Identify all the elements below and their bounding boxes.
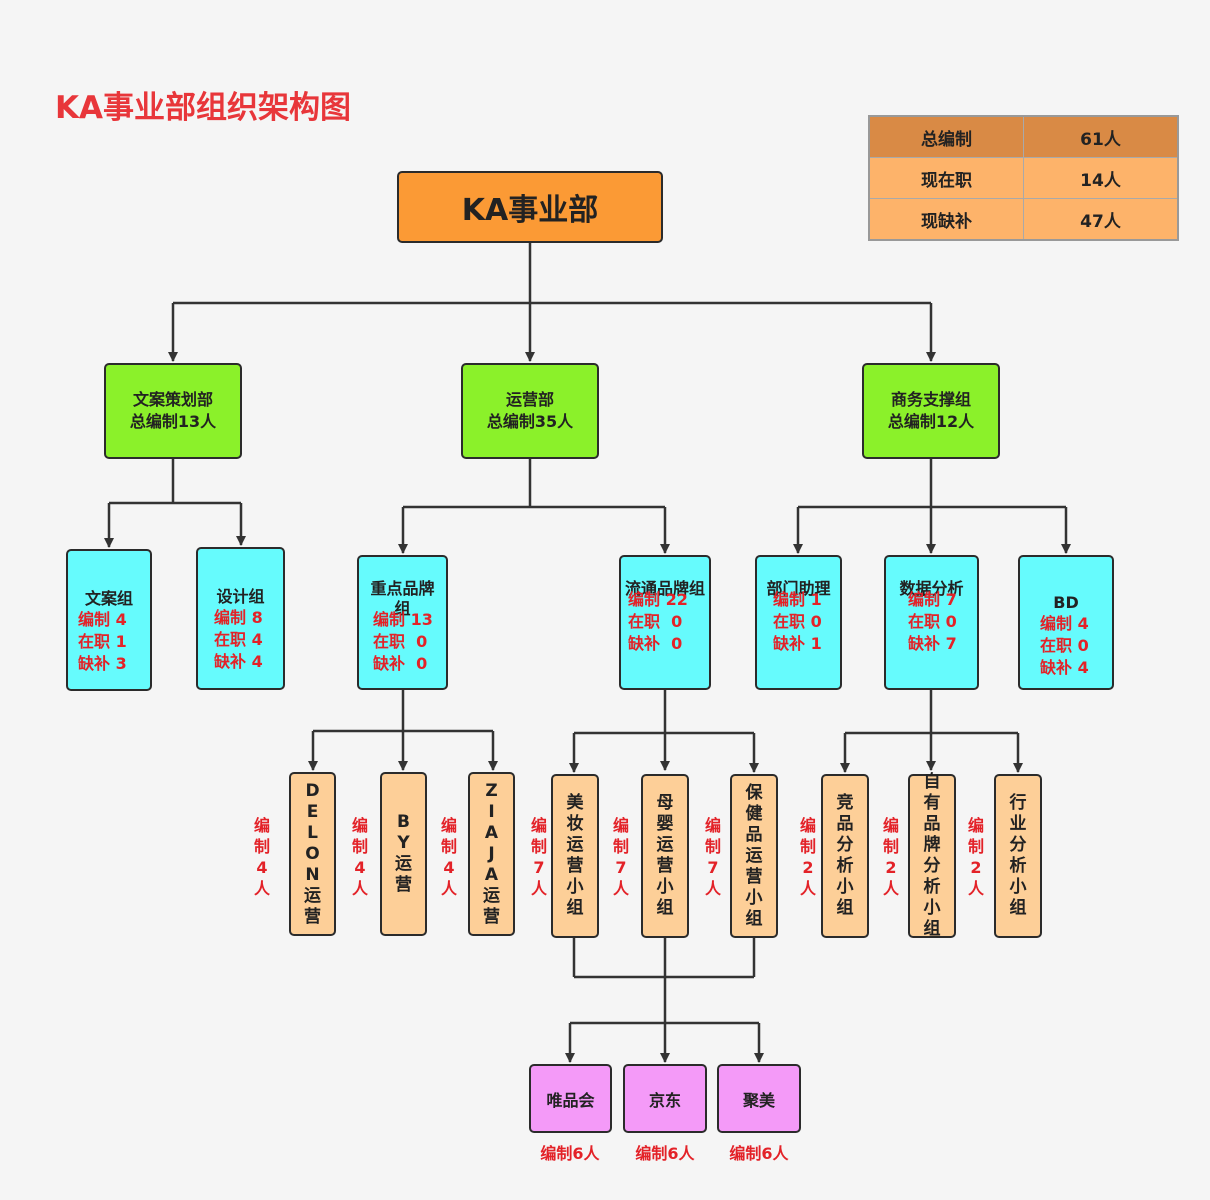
- team-quota-note: 编制7人: [704, 816, 721, 898]
- dept-quota: 总编制35人: [486, 412, 574, 431]
- dept-copywriting: 文案策划部 总编制13人: [104, 363, 242, 459]
- page-title: KA事业部组织架构图: [55, 90, 352, 126]
- platform-quota-note: 编制6人: [540, 1144, 600, 1163]
- team-health: 保健品运营小组: [730, 774, 778, 938]
- team-name: 竞品分析小组: [836, 793, 854, 918]
- summary-value: 47人: [1023, 198, 1179, 241]
- group-stats: 编制 13 在职 0 缺补 0: [373, 610, 433, 673]
- team-quota-note: 编制4人: [351, 816, 368, 898]
- team-name: 自有品牌分析小组: [923, 772, 941, 939]
- dept-quota: 总编制12人: [887, 412, 975, 431]
- group-name: 部门助理: [766, 579, 831, 598]
- dept-name: 商务支撑组: [890, 390, 971, 409]
- group-data: 数据分析 编制 7 在职 0 缺补 7: [884, 555, 979, 690]
- platform-quota-note: 编制6人: [635, 1144, 695, 1163]
- summary-value: 61人: [1023, 115, 1179, 158]
- platform-jumei: 聚美: [717, 1064, 801, 1133]
- group-assistant: 部门助理 编制 1 在职 0 缺补 1: [755, 555, 842, 690]
- platform-vip: 唯品会: [529, 1064, 612, 1133]
- team-industry: 行业分析小组: [994, 774, 1042, 938]
- team-quota-note: 编制2人: [799, 816, 816, 898]
- team-quota-note: 编制2人: [882, 816, 899, 898]
- summary-label: 现在职: [868, 157, 1024, 199]
- platform-name: 京东: [648, 1090, 681, 1110]
- group-name: BD: [1053, 593, 1079, 612]
- group-stats: 编制 1 在职 0 缺补 1: [773, 590, 822, 653]
- team-maternal: 母婴运营小组: [641, 774, 689, 938]
- dept-name: 文案策划部: [132, 390, 213, 409]
- team-name: 母婴运营小组: [656, 793, 674, 918]
- team-name: 行业分析小组: [1009, 793, 1027, 918]
- root-node: KA事业部: [397, 171, 663, 243]
- summary-row: 总编制 61人: [868, 115, 1179, 158]
- group-name: 重点品牌组: [370, 579, 435, 618]
- dept-business: 商务支撑组 总编制12人: [862, 363, 1000, 459]
- group-name: 设计组: [216, 587, 265, 606]
- team-quota-note: 编制2人: [967, 816, 984, 898]
- dept-operations: 运营部 总编制35人: [461, 363, 599, 459]
- team-by: BY运营: [380, 772, 427, 936]
- group-stats: 编制 4 在职 0 缺补 4: [1040, 614, 1089, 677]
- summary-label: 现缺补: [868, 198, 1024, 241]
- team-name: 美妆运营小组: [566, 793, 584, 918]
- root-label: KA事业部: [461, 193, 599, 228]
- team-name: ZIAJA运营: [483, 780, 500, 927]
- platform-name: 唯品会: [546, 1090, 595, 1110]
- group-name: 数据分析: [899, 579, 964, 598]
- group-stats: 编制 8 在职 4 缺补 4: [214, 608, 263, 671]
- team-beauty: 美妆运营小组: [551, 774, 599, 938]
- team-quota-note: 编制4人: [253, 816, 270, 898]
- summary-row: 现在职 14人: [868, 157, 1179, 199]
- summary-label: 总编制: [868, 115, 1024, 158]
- platform-quota-note: 编制6人: [729, 1144, 789, 1163]
- summary-row: 现缺补 47人: [868, 198, 1179, 241]
- group-stats: 编制 22 在职 0 缺补 0: [628, 590, 688, 653]
- team-quota-note: 编制4人: [440, 816, 457, 898]
- team-competitor: 竞品分析小组: [821, 774, 869, 938]
- team-ziaja: ZIAJA运营: [468, 772, 515, 936]
- team-name: DELON运营: [304, 780, 321, 927]
- team-name: BY运营: [395, 812, 412, 895]
- team-quota-note: 编制7人: [530, 816, 547, 898]
- group-copy: 文案组 编制 4 在职 1 缺补 3: [66, 549, 152, 691]
- group-name: 流通品牌组: [625, 579, 706, 598]
- team-delon: DELON运营: [289, 772, 336, 936]
- summary-table: 总编制 61人 现在职 14人 现缺补 47人: [868, 115, 1179, 241]
- dept-quota: 总编制13人: [129, 412, 217, 431]
- team-name: 保健品运营小组: [745, 782, 763, 929]
- team-quota-note: 编制7人: [612, 816, 629, 898]
- platform-jd: 京东: [623, 1064, 707, 1133]
- group-stats: 编制 4 在职 1 缺补 3: [78, 610, 127, 673]
- group-circulation: 流通品牌组 编制 22 在职 0 缺补 0: [619, 555, 711, 690]
- group-stats: 编制 7 在职 0 缺补 7: [908, 590, 957, 653]
- group-design: 设计组 编制 8 在职 4 缺补 4: [196, 547, 285, 690]
- team-own-brand: 自有品牌分析小组: [908, 772, 956, 939]
- dept-name: 运营部: [505, 390, 554, 409]
- summary-value: 14人: [1023, 157, 1179, 199]
- group-bd: BD 编制 4 在职 0 缺补 4: [1018, 555, 1114, 690]
- platform-name: 聚美: [742, 1090, 775, 1110]
- group-key-brand: 重点品牌组 编制 13 在职 0 缺补 0: [357, 555, 448, 690]
- group-name: 文案组: [84, 589, 133, 608]
